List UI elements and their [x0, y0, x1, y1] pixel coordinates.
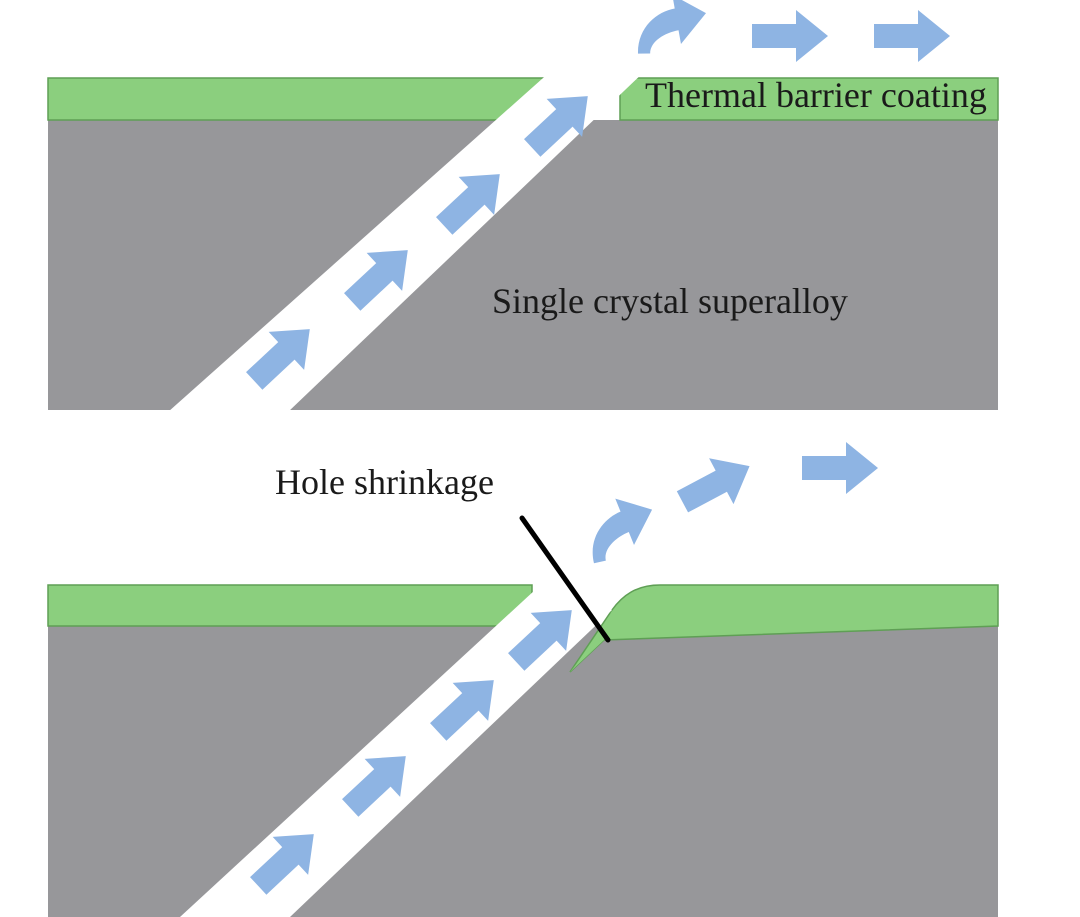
bottom-cooling-hole [180, 578, 612, 917]
substrate-label: Single crystal superalloy [492, 281, 848, 321]
hole-shrinkage-label: Hole shrinkage [275, 462, 494, 502]
top-coating-right [619, 77, 999, 121]
top-coating-left [47, 77, 551, 121]
bottom-panel: Hole shrinkage [47, 442, 999, 917]
arrow-right-icon [752, 10, 828, 62]
top-panel: Thermal barrier coating Single crystal s… [47, 0, 999, 412]
coating-label: Thermal barrier coating [645, 75, 987, 115]
bottom-coating-left [47, 584, 533, 627]
arrow-right-icon [874, 10, 950, 62]
top-cooling-hole [168, 70, 646, 412]
arrow-right-icon [802, 442, 878, 494]
curved-arrow-icon [574, 487, 664, 566]
arrow-right-icon [670, 443, 762, 525]
hole-shrinkage-pointer [519, 515, 611, 643]
curved-arrow-icon [628, 0, 712, 56]
